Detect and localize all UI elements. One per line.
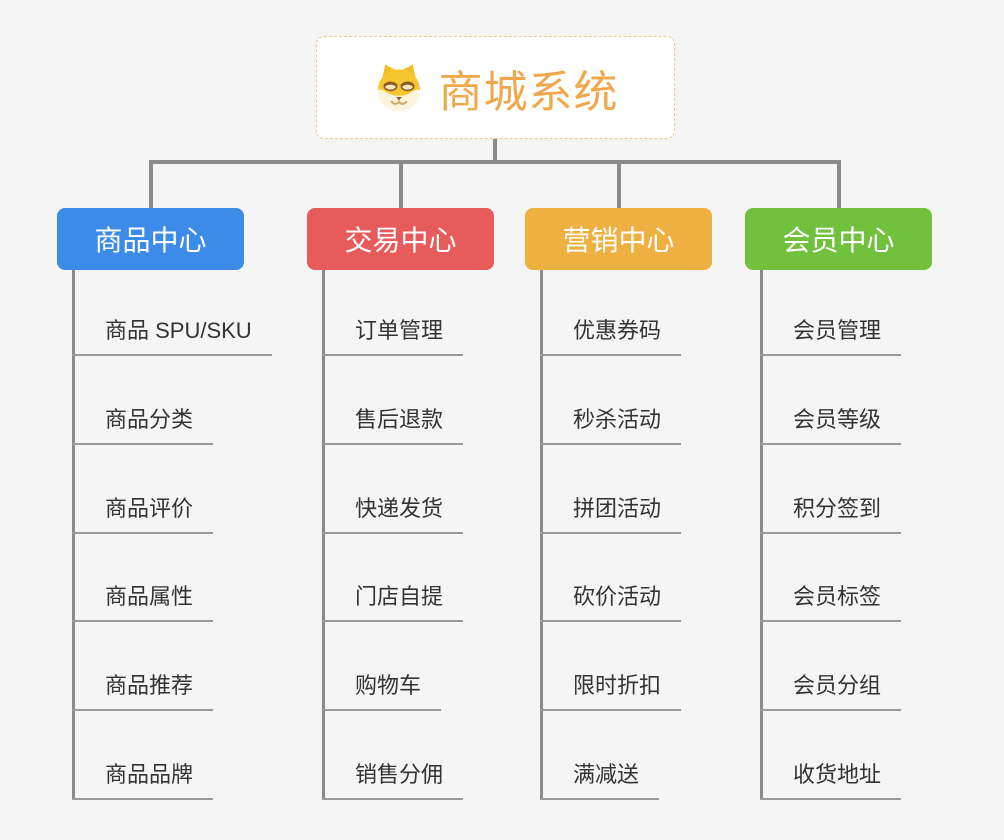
- leaf-node[interactable]: 商品品牌: [72, 758, 214, 800]
- root-node[interactable]: 商城系统: [316, 36, 675, 139]
- connector-line: [398, 160, 403, 208]
- leaf-node[interactable]: 购物车: [322, 669, 442, 711]
- leaf-node[interactable]: 商品 SPU/SKU: [72, 314, 272, 356]
- leaf-node[interactable]: 积分签到: [760, 492, 902, 534]
- leaf-node[interactable]: 满减送: [540, 758, 660, 800]
- leaf-node[interactable]: 商品属性: [72, 580, 214, 622]
- leaf-node[interactable]: 秒杀活动: [540, 403, 682, 445]
- leaf-node[interactable]: 销售分佣: [322, 758, 464, 800]
- dog-face-icon: [373, 62, 425, 114]
- connector-line: [493, 139, 497, 164]
- branch-trunk-line: [540, 270, 543, 800]
- leaf-node[interactable]: 商品分类: [72, 403, 214, 445]
- connector-line: [148, 160, 153, 208]
- leaf-node[interactable]: 商品推荐: [72, 669, 214, 711]
- leaf-node[interactable]: 会员分组: [760, 669, 902, 711]
- leaf-node[interactable]: 会员等级: [760, 403, 902, 445]
- branch-trunk-line: [72, 270, 75, 800]
- branch-node-1[interactable]: 商品中心: [57, 208, 244, 270]
- connector-line: [616, 160, 621, 208]
- leaf-node[interactable]: 砍价活动: [540, 580, 682, 622]
- branch-trunk-line: [322, 270, 325, 800]
- leaf-node[interactable]: 优惠券码: [540, 314, 682, 356]
- leaf-node[interactable]: 会员标签: [760, 580, 902, 622]
- leaf-node[interactable]: 商品评价: [72, 492, 214, 534]
- leaf-node[interactable]: 收货地址: [760, 758, 902, 800]
- leaf-node[interactable]: 售后退款: [322, 403, 464, 445]
- branch-node-4[interactable]: 会员中心: [745, 208, 932, 270]
- leaf-node[interactable]: 限时折扣: [540, 669, 682, 711]
- connector-line: [836, 160, 841, 208]
- leaf-node[interactable]: 拼团活动: [540, 492, 682, 534]
- leaf-node[interactable]: 订单管理: [322, 314, 464, 356]
- leaf-node[interactable]: 快递发货: [322, 492, 464, 534]
- root-title: 商城系统: [438, 67, 619, 117]
- connector-line: [148, 160, 841, 164]
- leaf-node[interactable]: 会员管理: [760, 314, 902, 356]
- branch-trunk-line: [760, 270, 763, 800]
- branch-node-3[interactable]: 营销中心: [525, 208, 712, 270]
- branch-node-2[interactable]: 交易中心: [307, 208, 494, 270]
- leaf-node[interactable]: 门店自提: [322, 580, 464, 622]
